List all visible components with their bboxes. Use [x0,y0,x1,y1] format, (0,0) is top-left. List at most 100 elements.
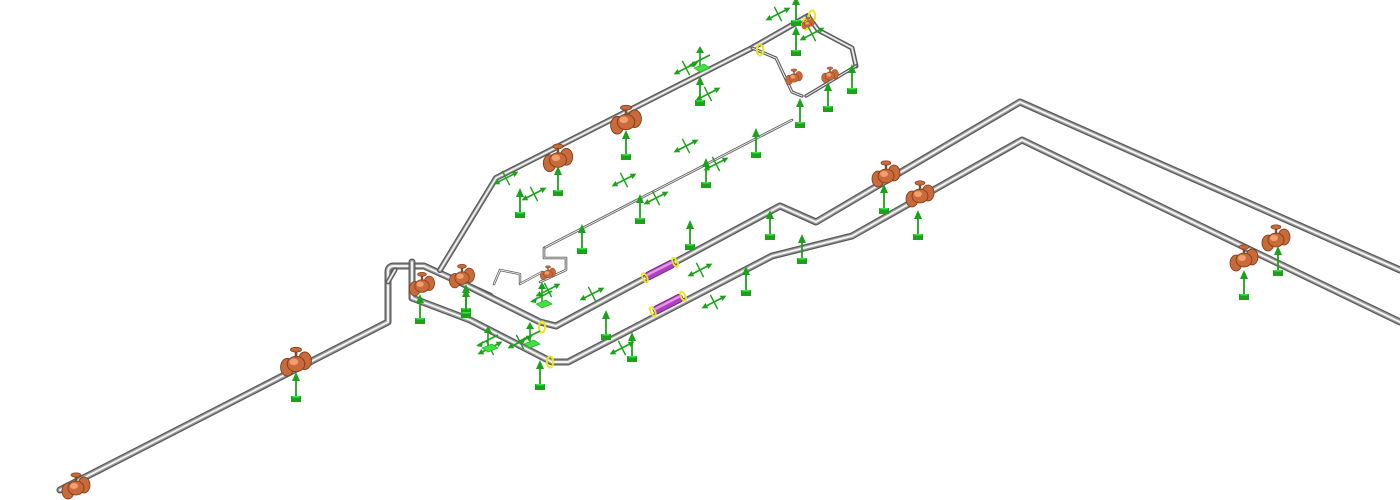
support-arrow [416,294,424,303]
anchor-arrow [538,282,546,289]
support-base-highlight [741,290,751,292]
support-base-highlight [415,318,425,320]
guide-arrow [627,341,635,348]
valve-stem [556,146,560,154]
support-base-highlight [791,50,801,52]
pipe-guide [703,156,729,172]
valve-stem [884,163,888,170]
support-arrow [536,360,544,369]
pipe-guide [695,86,721,102]
valve-stem [793,70,795,75]
pipe-shade [438,14,810,272]
valve-highlight [416,281,424,287]
pipe-highlight [543,119,793,249]
anchor-arrow [518,337,525,343]
pipe-support [1273,246,1283,276]
support-base-highlight [291,396,301,398]
guide-arrow [721,157,729,164]
support-arrow [628,332,636,341]
guide-cross [651,190,661,206]
support-base-highlight [751,152,761,154]
support-base-highlight [553,190,563,192]
guide-arrow [539,187,547,194]
valve-handwheel [290,346,302,353]
guide-arrow [611,180,619,187]
valve-highlight [456,273,464,279]
support-base-highlight [685,244,695,246]
guide-arrow [661,191,669,198]
valve-stem [74,475,78,482]
support-arrow [798,234,806,243]
valve-handwheel [417,272,427,277]
pipe-support [553,166,563,196]
pipe-anchor [518,322,541,349]
valve-stem [1242,247,1246,254]
valve-highlight [551,154,561,162]
pipe-highlight [439,15,809,271]
support-arrow [602,310,610,319]
valve-highlight [880,171,888,177]
pipe-segment [456,98,1400,330]
support-base-highlight [765,234,775,236]
valve-handwheel [790,68,798,72]
valve-stem [829,68,831,73]
pipe-segment [437,13,811,273]
support-arrow [696,76,704,85]
valve-handwheel [1238,244,1250,250]
pipe-support [685,220,695,250]
pipe-body [456,98,1400,330]
pipe-support [695,76,705,106]
pipe-highlight [519,271,543,285]
guide-arrow [493,178,501,185]
pipe-highlight [805,65,857,97]
support-base-highlight [635,218,645,220]
support-arrow [636,194,644,203]
pipe-support [1239,270,1249,300]
pipe-anchor [688,46,711,73]
pipe-anchor [530,282,553,309]
support-base-highlight [797,258,807,260]
pipe-support [879,184,889,214]
support-arrow [1240,270,1248,279]
pipe-support [627,332,637,362]
guide-cross [709,294,719,310]
pipe-guide [687,262,713,278]
valve [871,160,901,188]
strainer-highlight [654,295,681,310]
pipe-segment [56,262,494,494]
support-arrow [848,64,856,73]
support-arrow [766,210,774,219]
support-arrow [702,158,710,167]
anchor-plate [693,63,711,73]
guide-cross [773,6,783,22]
support-base-highlight [695,100,705,102]
support-base-highlight [601,334,611,336]
anchor-plate [523,339,541,349]
pipe-anchor [476,326,499,353]
guide-cross [695,262,705,278]
guide-cross [681,60,691,76]
guide-arrow [507,342,515,349]
support-arrow [914,210,922,219]
valve-stem [918,183,922,190]
valve [61,472,91,500]
pipe-guide [673,138,699,154]
guide-arrow [713,87,721,94]
pipe-support [461,288,471,318]
guide-arrow [691,139,699,146]
support-base-highlight [621,154,631,156]
pipe-support [765,210,775,240]
pipe-support [621,130,631,160]
valve-handwheel [552,143,564,150]
guide-cross [501,170,511,186]
pipe-highlight [411,139,1400,363]
pipe-support [415,294,425,324]
valve-group [61,17,1291,500]
support-arrow [516,188,524,197]
support-base-highlight [461,312,471,314]
support-base-highlight [577,248,587,250]
valve-stem [420,274,424,281]
valve-handwheel [70,472,82,478]
pipe-guide [579,286,605,302]
valve-handwheel [914,180,926,186]
